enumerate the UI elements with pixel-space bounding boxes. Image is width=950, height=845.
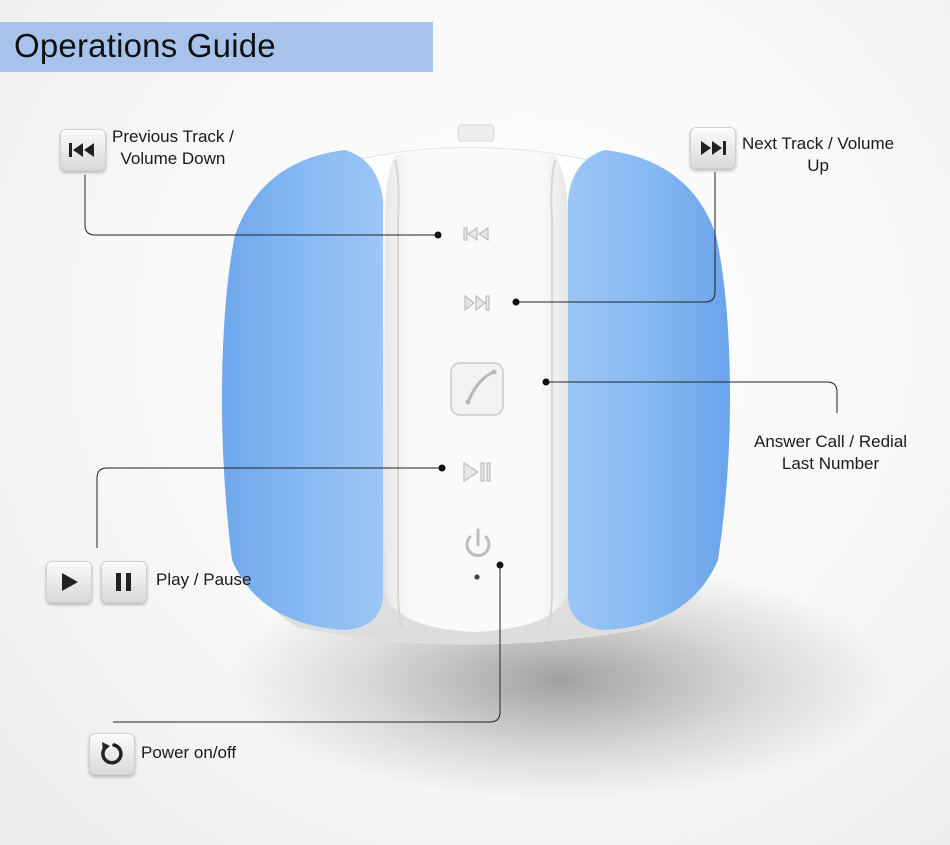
speaker-play-pause-icon (463, 461, 491, 483)
label-previous-track: Previous Track / Volume Down (112, 126, 234, 170)
speaker-top-nub (457, 124, 495, 142)
play-icon (46, 561, 92, 603)
speaker-phone-button (450, 362, 504, 416)
speaker-rewind-icon (463, 226, 489, 242)
pause-icon (101, 561, 147, 603)
label-next-track: Next Track / Volume Up (742, 133, 894, 177)
page-title: Operations Guide (14, 27, 276, 64)
speaker-led (474, 574, 480, 580)
label-answer-call-line2: Last Number (781, 454, 880, 473)
label-next-track-line1: Next Track / Volume (742, 134, 895, 153)
leader-power (113, 565, 501, 723)
leader-next-track (516, 172, 716, 303)
speaker-fast-forward-icon (464, 294, 490, 312)
speaker-left-pad (222, 150, 383, 630)
label-previous-track-line1: Previous Track / (112, 127, 234, 146)
title-bar: Operations Guide (0, 22, 433, 72)
label-answer-call-line1: Answer Call / Redial (754, 432, 908, 451)
leader-previous-track (84, 175, 438, 236)
fast-forward-icon (690, 127, 736, 169)
label-previous-track-line2: Volume Down (120, 149, 226, 168)
label-answer-call: Answer Call / Redial Last Number (754, 431, 907, 475)
rewind-icon (60, 129, 106, 171)
power-cycle-icon (89, 733, 135, 775)
label-play-pause: Play / Pause (156, 570, 252, 589)
leader-play-pause (96, 467, 442, 548)
speaker-right-pad (568, 150, 730, 630)
label-power: Power on/off (141, 743, 237, 762)
label-next-track-line2: Up (807, 156, 829, 175)
leader-answer-call (546, 381, 838, 413)
speaker-power-icon (465, 528, 491, 557)
